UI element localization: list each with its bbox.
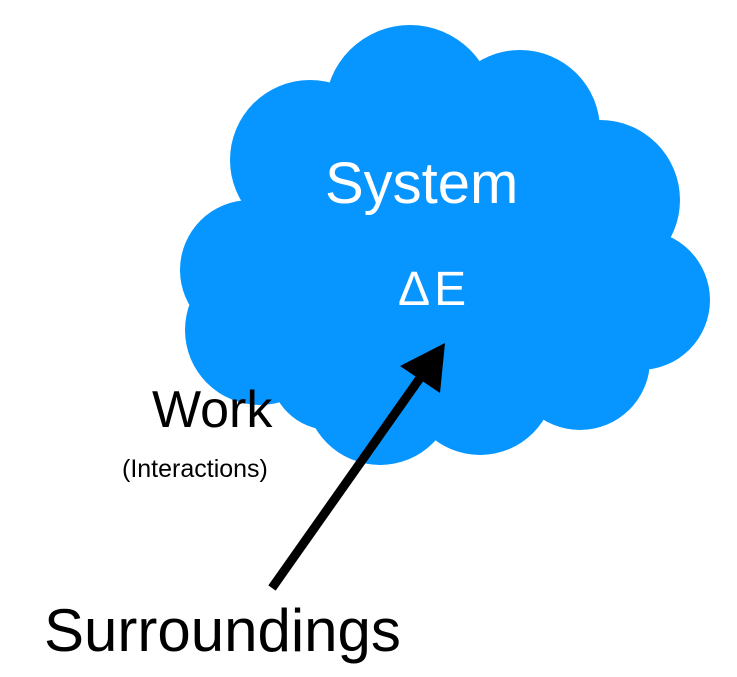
surroundings-label: Surroundings bbox=[44, 597, 401, 664]
work-arrow bbox=[268, 343, 445, 591]
delta-energy-label: ΔE bbox=[398, 263, 471, 316]
system-label: System bbox=[325, 151, 519, 216]
interactions-label: (Interactions) bbox=[122, 455, 268, 483]
system-cloud bbox=[180, 25, 710, 465]
work-label: Work bbox=[152, 381, 273, 439]
